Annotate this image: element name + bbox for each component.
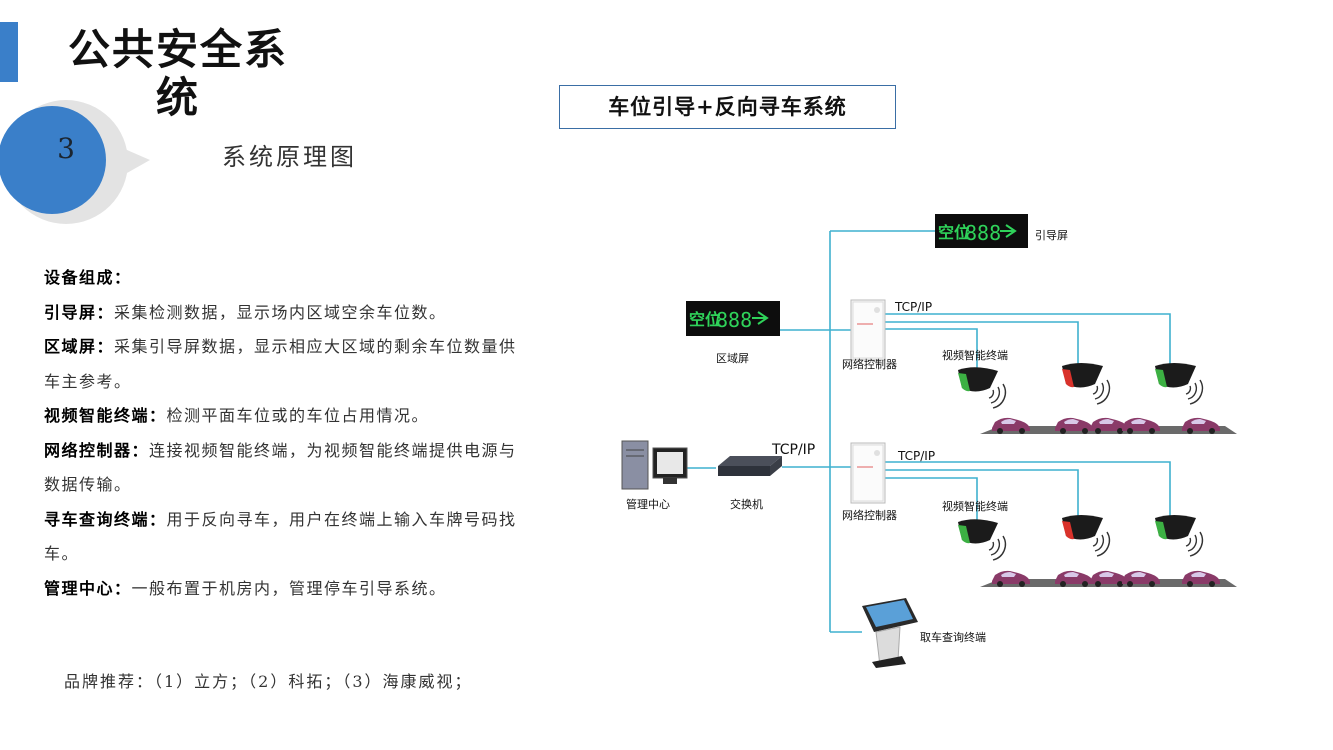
svg-text:888: 888 [965, 221, 1001, 245]
section-number: 3 [57, 132, 75, 165]
video-terminal-sensor [958, 519, 998, 544]
network-controller-1 [850, 299, 886, 361]
network-controller-2 [850, 442, 886, 504]
page-title: 公共安全系 统 [67, 25, 288, 122]
car-search-kiosk [862, 598, 918, 668]
description-item-continued: 车。 [44, 544, 80, 563]
connection-lines [686, 230, 1171, 633]
section-subtitle: 系统原理图 [222, 143, 357, 171]
description-item: 视频智能终端：检测平面车位或的车位占用情况。 [44, 406, 430, 425]
description-item: 引导屏：采集检测数据，显示场内区域空余车位数。 [44, 302, 447, 322]
controller-1-label: 网络控制器 [842, 357, 897, 371]
equipment-description: 设备组成： 引导屏：采集检测数据，显示场内区域空余车位数。 区域屏：采集引导屏数… [44, 261, 584, 606]
video-terminal-sensor [1062, 363, 1103, 388]
video-terminal-1-label: 视频智能终端 [942, 348, 1008, 362]
switch-label: 交换机 [730, 497, 763, 511]
description-item: 网络控制器：连接视频智能终端，为视频智能终端提供电源与 [44, 440, 517, 460]
section-number-bubble [0, 100, 151, 225]
management-center-computer [621, 440, 688, 490]
video-terminal-2-label: 视频智能终端 [942, 499, 1008, 513]
description-heading: 设备组成： [44, 268, 132, 287]
video-terminal-sensor [1155, 515, 1196, 540]
description-item: 寻车查询终端：用于反向寻车，用户在终端上输入车牌号码找 [44, 509, 517, 529]
description-item: 管理中心：一般布置于机房内，管理停车引导系统。 [44, 578, 447, 598]
system-title-box: 车位引导+反向寻车系统 [559, 85, 896, 129]
video-terminal-sensor [1062, 515, 1103, 540]
kiosk-label: 取车查询终端 [920, 630, 986, 644]
description-item-continued: 车主参考。 [44, 371, 132, 391]
zone-screen-label: 区域屏 [716, 352, 749, 365]
title-accent-bar [0, 22, 18, 82]
guide-screen-label: 引导屏 [1035, 228, 1068, 242]
tcp-ip-label-bottom: TCP/IP [897, 449, 935, 463]
brand-recommendation: 品牌推荐：（1）立方；（2）科拓；（3）海康威视； [64, 672, 473, 691]
tcp-ip-label-main: TCP/IP [771, 442, 815, 458]
zone-screen: 空位 888 [686, 301, 780, 336]
tcp-ip-label-top: TCP/IP [894, 300, 932, 314]
video-terminal-sensor [1155, 363, 1196, 388]
network-switch [718, 456, 782, 476]
svg-text:空位: 空位 [689, 310, 721, 329]
controller-2-label: 网络控制器 [842, 508, 897, 522]
video-terminal-sensor [958, 367, 998, 392]
management-center-label: 管理中心 [626, 497, 670, 511]
svg-text:空位: 空位 [938, 223, 970, 242]
description-item-continued: 数据传输。 [44, 475, 132, 494]
description-item: 区域屏：采集引导屏数据，显示相应大区域的剩余车位数量供 [44, 337, 517, 356]
guide-screen: 空位 888 [935, 214, 1028, 248]
svg-text:888: 888 [716, 308, 752, 332]
